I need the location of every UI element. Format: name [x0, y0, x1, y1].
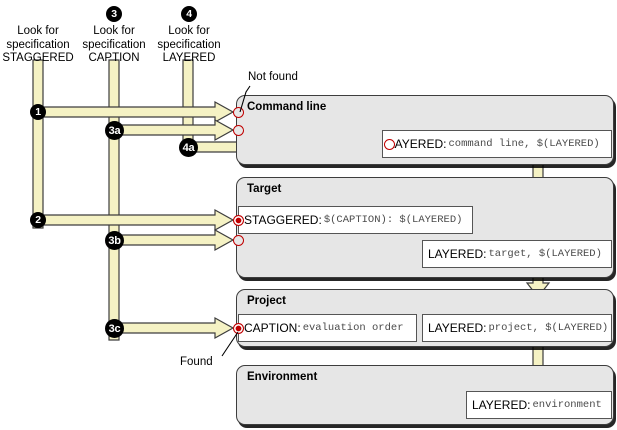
panel-title-target: Target	[247, 183, 282, 195]
lookup-dot-found-target-staggered	[233, 215, 244, 226]
var-value: command line, $(LAYERED)	[448, 138, 600, 150]
var-box-project-layered: LAYERED:project, $(LAYERED)	[422, 314, 612, 342]
panel-title-project: Project	[247, 295, 286, 307]
var-sep: :	[527, 398, 531, 412]
var-box-command-line-layered: LAYERED:command line, $(LAYERED)	[382, 130, 612, 158]
leader-found	[221, 331, 239, 357]
var-box-environment-layered: LAYERED:environment	[466, 391, 612, 419]
var-value: project, $(LAYERED)	[488, 322, 609, 334]
var-name: LAYERED	[472, 398, 528, 412]
ribbon-step-3b	[108, 228, 235, 252]
ribbon-step-3a	[108, 118, 235, 142]
column-header-line1: Look for	[168, 25, 210, 37]
step-badge-3c: 3c	[105, 319, 124, 338]
var-box-project-caption: CAPTION:evaluation order	[238, 314, 417, 342]
column-header-line1: Look for	[17, 25, 59, 37]
column-header-line3: LAYERED	[162, 52, 216, 64]
panel-title-command-line: Command line	[247, 101, 327, 113]
callout-found: Found	[180, 356, 213, 368]
column-header-caption: Look for specification CAPTION	[76, 25, 152, 66]
step-badge-1: 1	[30, 104, 46, 120]
step-badge-2: 2	[30, 212, 46, 228]
var-sep: :	[318, 213, 322, 227]
leader-not-found	[239, 85, 251, 113]
step-badge-3b: 3b	[105, 231, 124, 250]
column-header-line1: Look for	[93, 25, 135, 37]
step-badge-3a: 3a	[105, 121, 124, 140]
var-value: target, $(LAYERED)	[488, 248, 602, 260]
var-name: LAYERED	[388, 137, 444, 151]
lookup-dot-not-found-3	[233, 235, 244, 246]
step-badge-4a: 4a	[179, 138, 198, 157]
var-name: LAYERED	[428, 321, 484, 335]
column-header-line3: CAPTION	[88, 52, 140, 64]
var-sep: :	[483, 247, 487, 261]
var-sep: :	[483, 321, 487, 335]
lookup-dot-found-command-line-layered	[384, 139, 395, 150]
lookup-dot-not-found-2	[233, 125, 244, 136]
var-name: STAGGERED	[244, 213, 319, 227]
lookup-dot-not-found-1	[233, 107, 244, 118]
callout-not-found: Not found	[248, 71, 298, 83]
column-badge-3: 3	[106, 6, 122, 22]
column-header-layered: Look for specification LAYERED	[151, 25, 227, 66]
var-value: evaluation order	[302, 322, 404, 334]
var-sep: :	[443, 137, 447, 151]
var-box-target-staggered: STAGGERED:$(CAPTION): $(LAYERED)	[238, 206, 473, 234]
lookup-dot-found-project-caption	[233, 323, 244, 334]
column-header-line2: specification	[157, 38, 221, 51]
column-header-line2: specification	[6, 38, 70, 51]
panel-title-environment: Environment	[247, 371, 318, 383]
var-value: environment	[532, 399, 602, 411]
column-header-line2: specification	[82, 38, 146, 51]
var-box-target-layered: LAYERED:target, $(LAYERED)	[422, 240, 612, 268]
ribbon-step-1	[32, 100, 235, 124]
var-sep: :	[297, 321, 301, 335]
column-badge-4: 4	[181, 6, 197, 22]
column-header-staggered: Look for specification STAGGERED	[0, 25, 76, 66]
trunk-staggered	[32, 59, 44, 229]
column-header-line3: STAGGERED	[2, 52, 74, 64]
ribbon-step-2	[32, 208, 235, 232]
var-value: $(CAPTION): $(LAYERED)	[323, 214, 463, 226]
ribbon-step-3c	[108, 316, 235, 340]
var-name: LAYERED	[428, 247, 484, 261]
var-name: CAPTION	[244, 321, 298, 335]
